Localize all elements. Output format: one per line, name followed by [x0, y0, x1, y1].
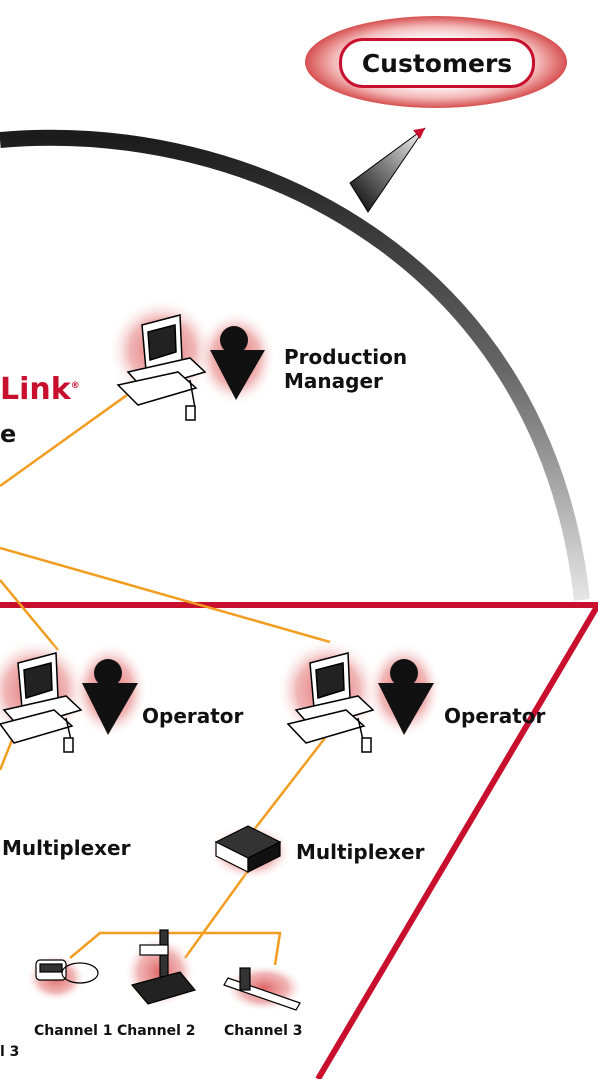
channel-1-label: Channel 1: [34, 1023, 113, 1039]
production-manager-line1: Production: [284, 345, 408, 369]
brand-text: Link: [0, 372, 71, 407]
customers-node: Customers: [305, 16, 567, 108]
customers-label: Customers: [339, 38, 535, 88]
production-manager-label: Production Manager: [284, 345, 407, 393]
operator-right-label: Operator: [444, 704, 546, 728]
brand-subtitle: e: [0, 420, 17, 448]
channel-3-label: Channel 3: [224, 1023, 303, 1039]
gauge-icon: [35, 959, 99, 984]
production-manager-line2: Manager: [284, 369, 383, 393]
workstation-icon: [0, 652, 83, 753]
hierarchy-arc: [0, 129, 590, 601]
arrow-icon: [349, 127, 426, 213]
brand-logo: Link®: [0, 372, 80, 407]
person-icon: [210, 326, 265, 400]
workstation-icon: [286, 652, 375, 753]
operator-left-label: Operator: [142, 704, 244, 728]
caliper-icon: [223, 967, 301, 1011]
multiplexer-box-icon: [214, 825, 282, 873]
workstation-icon: [116, 314, 207, 421]
connector-lines: [0, 373, 331, 966]
multiplexer-right-label: Multiplexer: [296, 840, 425, 864]
channel-partial-label: l 3: [0, 1044, 20, 1060]
person-icon: [378, 659, 434, 735]
channel-2-label: Channel 2: [117, 1023, 196, 1039]
brand-registered-mark: ®: [70, 381, 80, 391]
multiplexer-left-label: Multiplexer: [2, 836, 131, 860]
person-icon: [82, 659, 138, 735]
microscope-icon: [130, 929, 197, 1005]
